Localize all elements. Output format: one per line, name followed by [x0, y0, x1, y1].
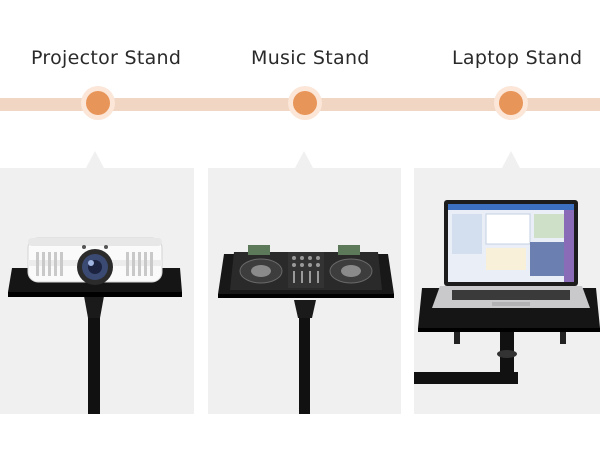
- panel-pointer-laptop: [502, 151, 520, 168]
- music-stand-image: [218, 245, 394, 414]
- panel-laptop-stand: [414, 168, 600, 414]
- panel-music-stand: [208, 168, 401, 414]
- laptop-stand-image: [414, 200, 600, 384]
- panel-projector-stand: [0, 168, 194, 414]
- label-music-stand: Music Stand: [251, 47, 370, 69]
- panel-pointer-projector: [86, 151, 104, 168]
- timeline-dot-laptop: [494, 86, 528, 120]
- label-projector-stand: Projector Stand: [31, 47, 182, 69]
- panel-pointer-music: [295, 151, 313, 168]
- timeline-dot-music: [288, 86, 322, 120]
- label-laptop-stand: Laptop Stand: [452, 47, 583, 69]
- timeline-dot-projector: [81, 86, 115, 120]
- projector-stand-image: [8, 237, 182, 414]
